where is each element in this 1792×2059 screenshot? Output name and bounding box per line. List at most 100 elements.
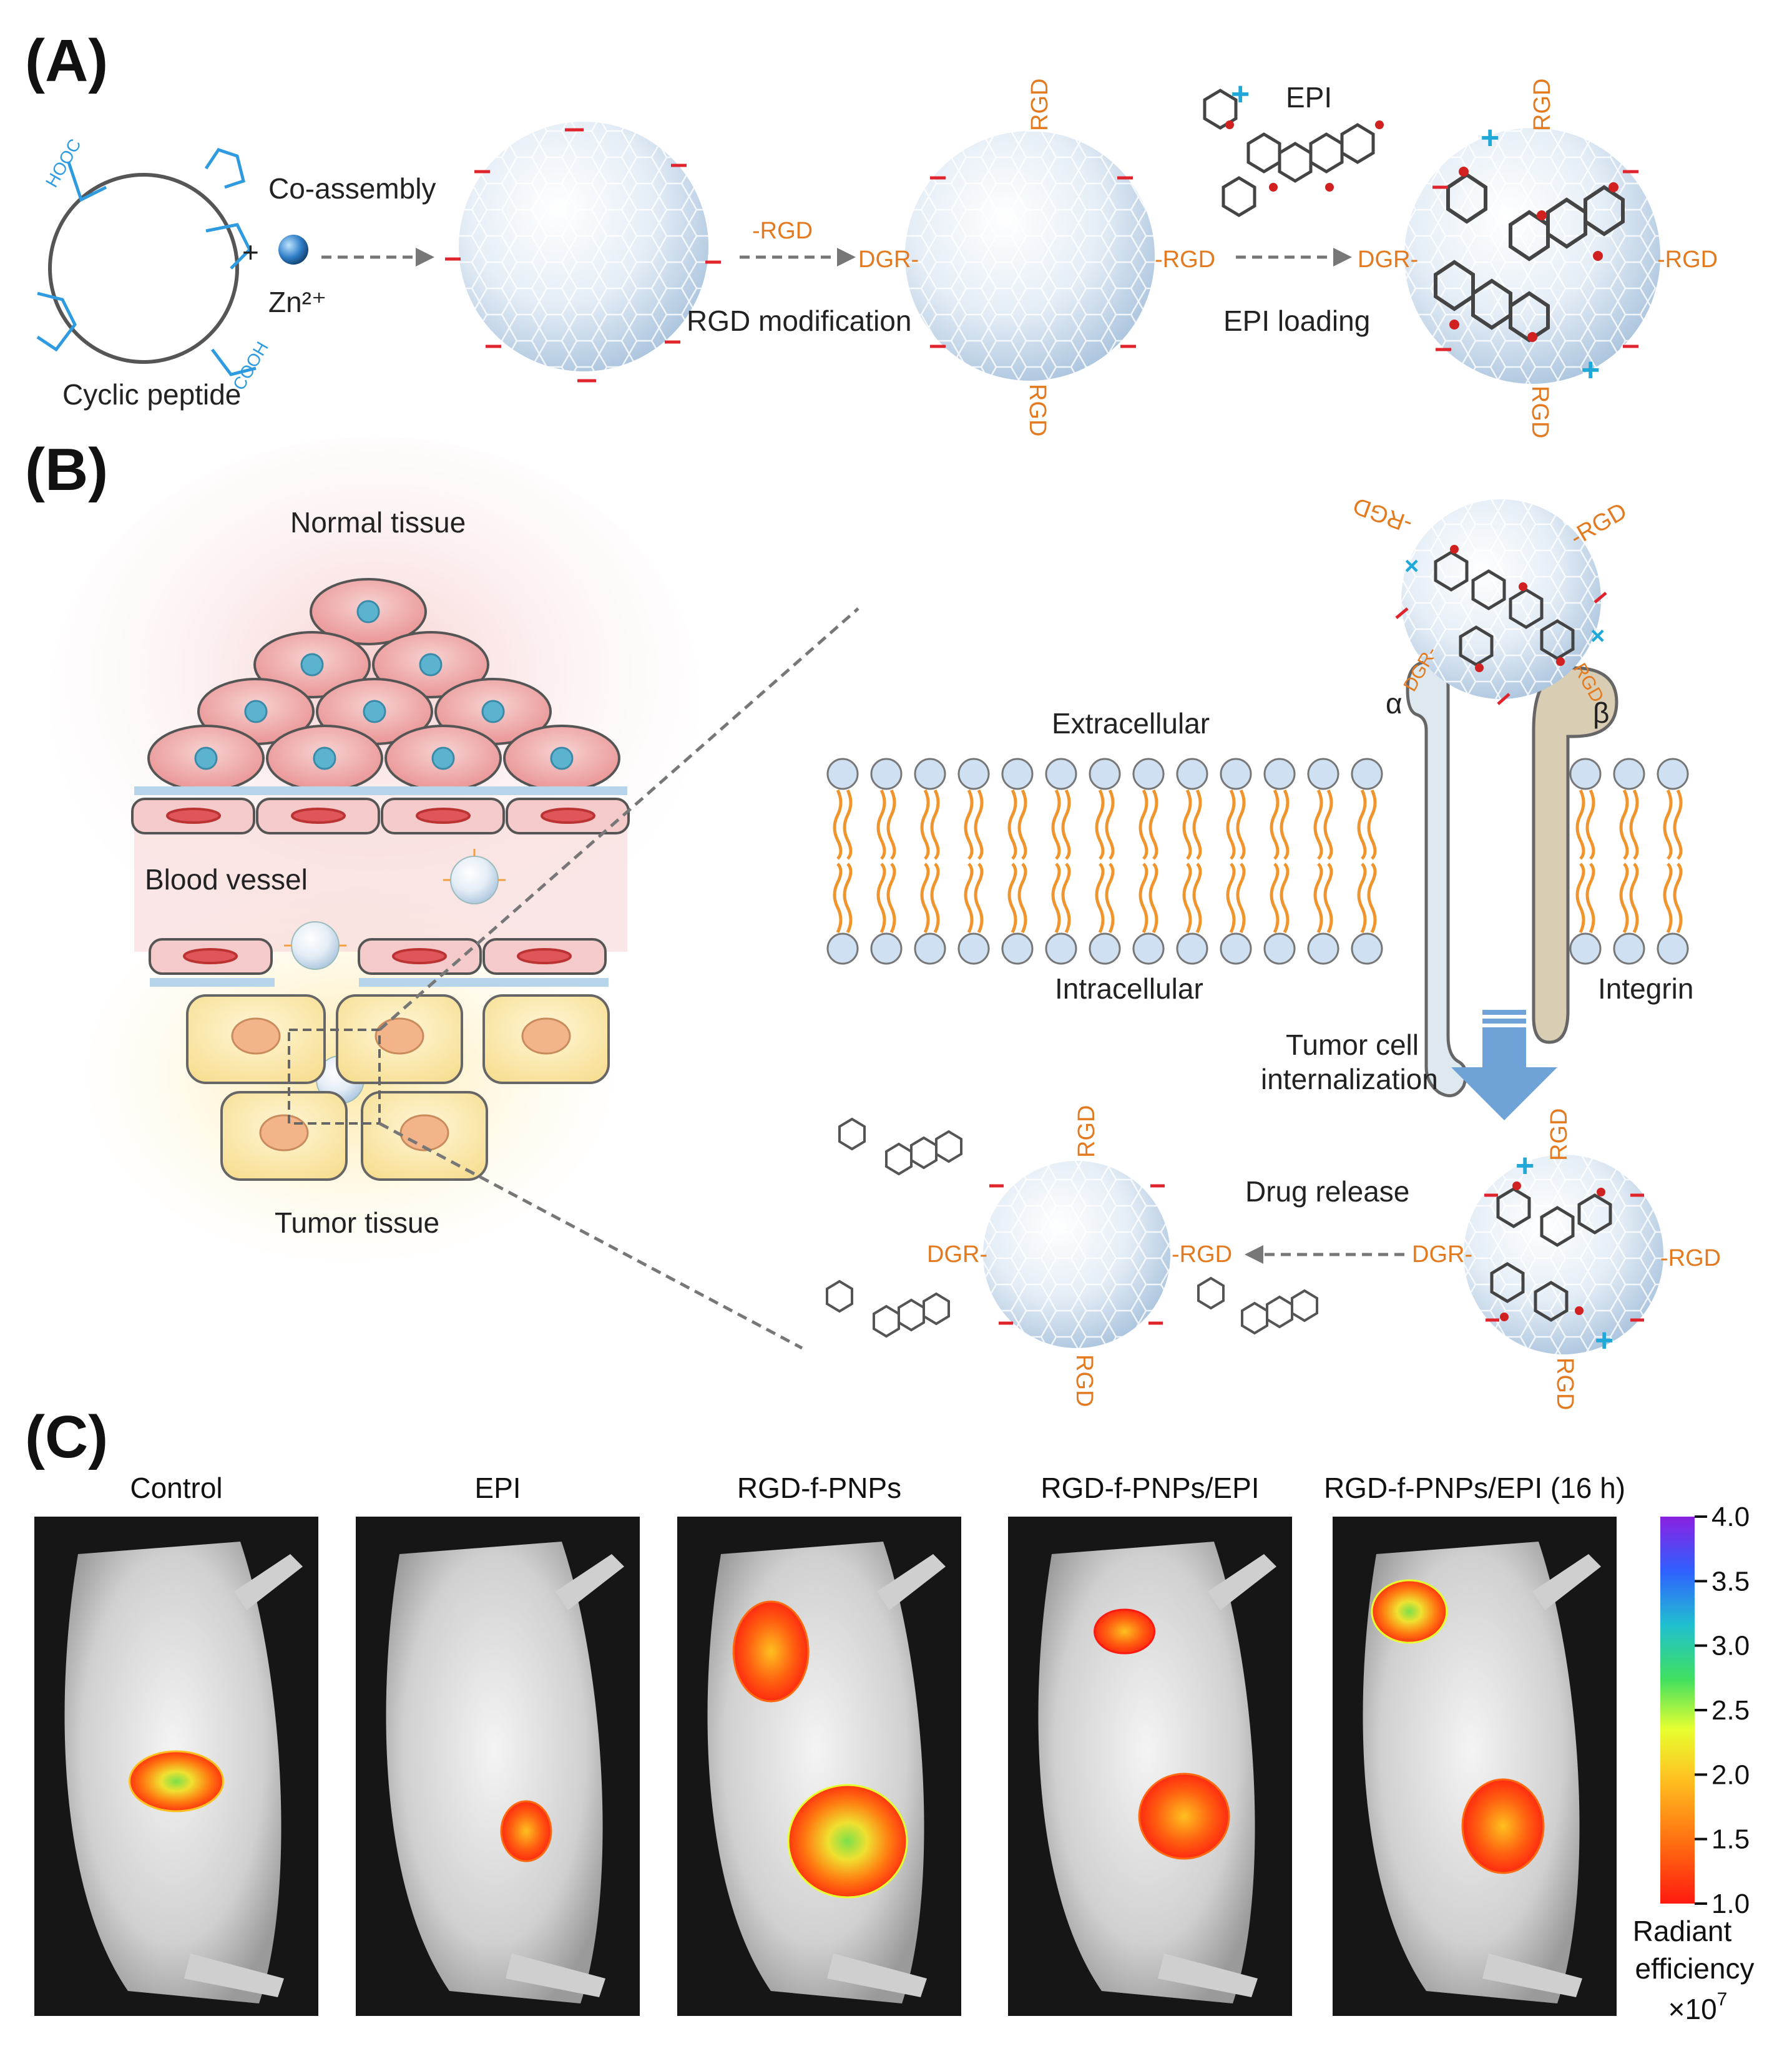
basement-membrane-bottom-left bbox=[150, 978, 275, 987]
lipid-tail bbox=[1236, 863, 1246, 934]
lipid-tail bbox=[930, 863, 940, 934]
lipid-tail bbox=[1585, 863, 1595, 934]
epi-molecule-icon bbox=[1203, 89, 1384, 217]
mouse-paw bbox=[556, 1554, 624, 1610]
colorbar-tick-label: 2.5 bbox=[1711, 1695, 1750, 1726]
lipid-tail bbox=[1182, 863, 1192, 934]
lipid-head-bottom bbox=[1176, 932, 1208, 965]
rgd-reagent-label: -RGD bbox=[752, 218, 813, 244]
lipid-tail bbox=[1061, 863, 1071, 934]
internalized-nanoparticle bbox=[1464, 1155, 1663, 1354]
basement-membrane-bottom-right bbox=[359, 978, 609, 987]
lipid-tail bbox=[1270, 789, 1280, 860]
lipid-tail bbox=[1367, 863, 1377, 934]
fluorescence-signal bbox=[1138, 1773, 1230, 1860]
lipid-tail bbox=[886, 789, 896, 860]
lipid-tail bbox=[886, 863, 896, 934]
lipid-tail bbox=[1323, 863, 1333, 934]
colorbar-label-1: Radiant bbox=[1633, 1915, 1732, 1947]
intracellular-label: Intracellular bbox=[1055, 972, 1203, 1005]
rgd-modification-label: RGD modification bbox=[687, 305, 911, 337]
lipid-tail bbox=[1017, 789, 1027, 860]
lipid-tail bbox=[1051, 789, 1061, 860]
tumor-tissue-label: Tumor tissue bbox=[275, 1206, 439, 1239]
lipid-head-bottom bbox=[1307, 932, 1339, 965]
zinc-ion-label: Zn²⁺ bbox=[268, 286, 326, 318]
extracellular-label: Extracellular bbox=[1052, 707, 1210, 740]
lipid-head-bottom bbox=[870, 932, 903, 965]
lipid-head-top bbox=[1220, 758, 1252, 790]
colorbar-tick-label: 4.0 bbox=[1711, 1502, 1750, 1532]
lipid-head-top bbox=[1307, 758, 1339, 790]
zoom-line-top bbox=[378, 607, 859, 1031]
colorbar-tick-label: 2.0 bbox=[1711, 1759, 1750, 1790]
nanoparticle-rgd-epi bbox=[1404, 128, 1660, 384]
lipid-head-bottom bbox=[826, 932, 859, 965]
lipid-tail bbox=[876, 863, 886, 934]
lipid-tail bbox=[1138, 789, 1148, 860]
lipid-tail bbox=[833, 789, 843, 860]
internalization-arrow bbox=[1451, 1010, 1557, 1120]
mouse-title: RGD-f-PNPs/EPI bbox=[1040, 1472, 1259, 1504]
lipid-tail bbox=[1629, 863, 1639, 934]
lipid-tail bbox=[920, 863, 930, 934]
lipid-tail bbox=[964, 789, 974, 860]
mouse-body bbox=[1038, 1542, 1255, 2003]
lipid-tail bbox=[833, 863, 843, 934]
lipid-head-top bbox=[914, 758, 946, 790]
lipid-tail bbox=[1007, 789, 1017, 860]
lipid-tail bbox=[1280, 789, 1290, 860]
lipid-head-bottom bbox=[1089, 932, 1121, 965]
lipid-tail bbox=[1095, 789, 1105, 860]
bound-nanoparticle bbox=[1395, 499, 1607, 705]
fluorescence-signal bbox=[129, 1750, 224, 1812]
lipid-tail bbox=[930, 789, 940, 860]
beta-label: β bbox=[1593, 697, 1609, 729]
mouse-body bbox=[386, 1542, 603, 2003]
rgd-tag-s3: -RGD bbox=[1657, 247, 1718, 273]
lipid-head-bottom bbox=[1132, 932, 1165, 965]
tumor-cells bbox=[186, 994, 610, 1181]
lipid-head-bottom bbox=[914, 932, 946, 965]
dgr-tag-internal: DGR- bbox=[1412, 1241, 1472, 1268]
lipid-head-top bbox=[1657, 758, 1689, 790]
dgr-tag-released: DGR- bbox=[927, 1241, 987, 1268]
rgd-bottom-s2: RGD bbox=[1024, 384, 1050, 436]
internalization-label-1: Tumor cell bbox=[1286, 1029, 1419, 1061]
zoom-line-bottom bbox=[378, 1122, 803, 1350]
lipid-head-bottom bbox=[1220, 932, 1252, 965]
mouse-leg bbox=[1158, 1954, 1258, 1997]
lipid-head-top bbox=[1089, 758, 1121, 790]
mouse-title: RGD-f-PNPs bbox=[737, 1472, 901, 1504]
fluorescence-signal bbox=[787, 1784, 908, 1899]
lipid-head-bottom bbox=[1657, 932, 1689, 965]
lipid-tail bbox=[1357, 789, 1367, 860]
lipid-tail bbox=[1357, 863, 1367, 934]
lipid-tail bbox=[1323, 789, 1333, 860]
rgd-tag-internal: -RGD bbox=[1660, 1245, 1721, 1271]
lipid-tail bbox=[1192, 789, 1202, 860]
lipid-head-bottom bbox=[1351, 932, 1383, 965]
dgr-tag-s2: DGR- bbox=[858, 247, 919, 273]
lipid-tail bbox=[1673, 789, 1683, 860]
colorbar-ticks: 4.03.53.02.52.01.51.0 bbox=[1695, 1502, 1750, 1919]
positive-charge-internal-bottom: + bbox=[1595, 1323, 1613, 1359]
colorbar-label-3: ×107 bbox=[1668, 1989, 1728, 2025]
rgd-top-s2: RGD bbox=[1027, 79, 1053, 131]
mouse-paw bbox=[1208, 1554, 1276, 1610]
lipid-head-top bbox=[1001, 758, 1034, 790]
lipid-tail bbox=[1148, 863, 1158, 934]
lipid-tail bbox=[1226, 863, 1236, 934]
lipid-head-bottom bbox=[1045, 932, 1077, 965]
lipid-head-top bbox=[1569, 758, 1602, 790]
lipid-head-top bbox=[1613, 758, 1645, 790]
mouse-leg bbox=[184, 1954, 284, 1997]
rgd-tag-bound-left: -RGD bbox=[1349, 492, 1416, 537]
blood-vessel-lumen bbox=[134, 821, 627, 952]
lipid-tail bbox=[1105, 789, 1115, 860]
drug-release-label: Drug release bbox=[1245, 1175, 1409, 1208]
lipid-tail bbox=[1367, 789, 1377, 860]
lipid-tail bbox=[1270, 863, 1280, 934]
